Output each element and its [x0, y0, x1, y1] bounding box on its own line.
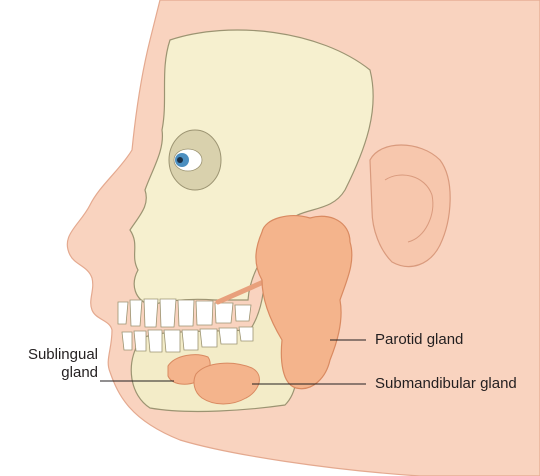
pupil	[177, 157, 183, 163]
upper-teeth	[118, 299, 251, 327]
submandibular-gland-label: Submandibular gland	[375, 375, 517, 393]
parotid-gland-label: Parotid gland	[375, 331, 463, 349]
sublingual-label-line1: Sublingual	[16, 346, 98, 364]
ear	[370, 145, 450, 267]
sublingual-label-line2: gland	[16, 364, 98, 382]
sublingual-gland-label: Sublingual gland	[16, 346, 98, 382]
